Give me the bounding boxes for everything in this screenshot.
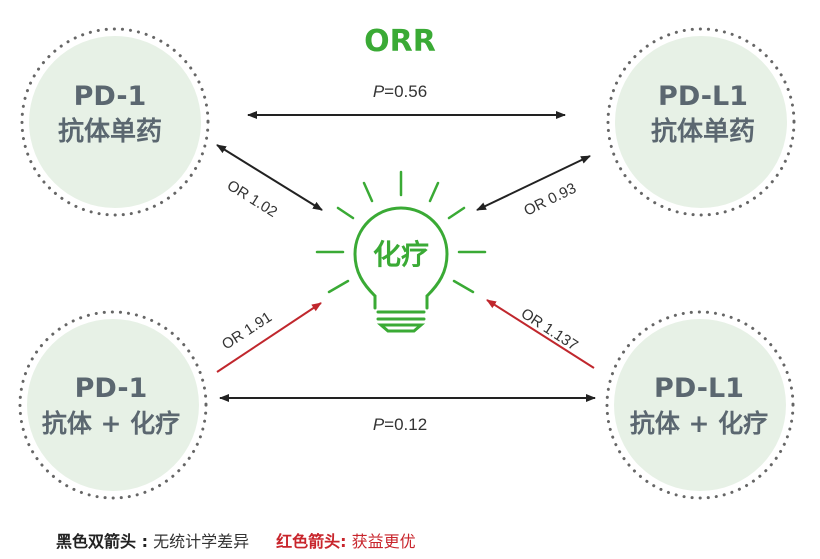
center-label: 化疗 xyxy=(373,238,429,271)
node-pdl1-monotherapy: PD-L1 抗体单药 xyxy=(606,27,796,217)
node-pd1-chemo: PD-1 抗体 + 化疗 xyxy=(18,310,208,500)
node-label-line1: PD-1 xyxy=(74,81,147,112)
node-label-line1: PD-1 xyxy=(75,373,148,404)
node-dotted-ring xyxy=(606,27,796,217)
top-p-value: P=0.56 xyxy=(373,82,427,101)
node-label-line2: 抗体单药 xyxy=(651,116,755,147)
node-label-line2: 抗体 + 化疗 xyxy=(42,409,180,438)
legend-black-key: 黑色双箭头 : xyxy=(56,532,148,551)
node-pdl1-chemo: PD-L1 抗体 + 化疗 xyxy=(605,310,795,500)
bottom-left-center-arrow xyxy=(216,302,322,373)
top-right-center-arrow xyxy=(476,155,591,211)
bulb-rays xyxy=(315,170,487,294)
or-label-bottom-left: OR 1.91 xyxy=(219,309,275,354)
node-circle xyxy=(27,319,199,491)
bottom-right-center-arrow xyxy=(486,299,595,369)
top-left-center-arrow xyxy=(216,144,323,211)
node-label-line2: 抗体 + 化疗 xyxy=(630,409,768,438)
legend-black-value: 无统计学差异 xyxy=(147,532,250,551)
node-dotted-ring xyxy=(20,27,210,217)
node-label-line1: PD-L1 xyxy=(654,373,744,404)
node-dotted-ring xyxy=(605,310,795,500)
node-label-line1: PD-L1 xyxy=(658,81,748,112)
lightbulb-icon xyxy=(315,170,487,333)
node-dotted-ring xyxy=(18,310,208,500)
node-pd1-monotherapy: PD-1 抗体单药 xyxy=(20,27,210,217)
node-circle xyxy=(29,36,201,208)
node-circle xyxy=(614,319,786,491)
legend: 黑色双箭头 : 无统计学差异 红色箭头: 获益更优 xyxy=(56,528,416,552)
bottom-p-value: P=0.12 xyxy=(373,415,427,434)
node-circle xyxy=(615,36,787,208)
or-label-bottom-right: OR 1.137 xyxy=(518,305,581,354)
legend-red-value: 获益更优 xyxy=(346,532,416,551)
legend-red-key: 红色箭头: xyxy=(276,532,347,551)
diagram-title: ORR xyxy=(364,24,436,59)
or-label-top-left: OR 1.02 xyxy=(224,177,280,221)
node-label-line2: 抗体单药 xyxy=(58,116,162,147)
